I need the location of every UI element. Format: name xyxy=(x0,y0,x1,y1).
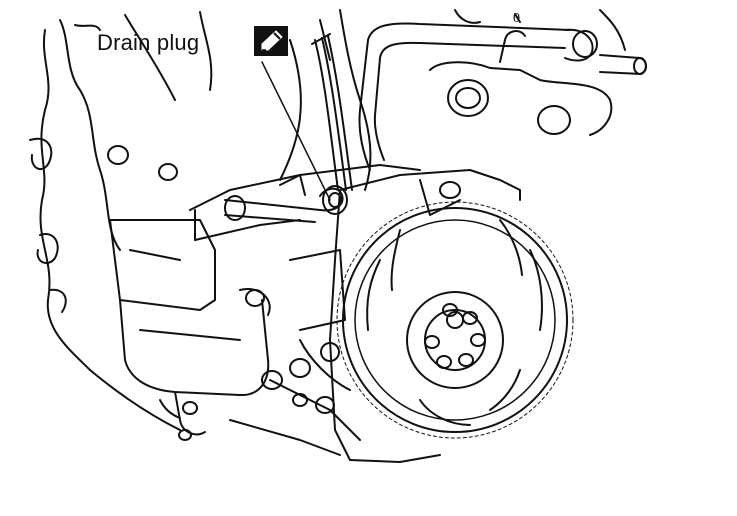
flywheel xyxy=(336,201,574,439)
bolt-group xyxy=(107,145,340,441)
drain-plug-label: Drain plug xyxy=(97,30,200,55)
svg-text:0: 0 xyxy=(513,11,520,26)
water-outlet: 0 xyxy=(429,9,626,136)
engine-block xyxy=(29,9,372,431)
drain-plug-fitting xyxy=(224,33,353,223)
engine-side-housing xyxy=(109,164,421,456)
rear-plate xyxy=(329,169,521,463)
coolant-pipe xyxy=(358,22,647,171)
tightening-tool-icon xyxy=(254,26,288,56)
callout-leader-line xyxy=(261,61,331,201)
